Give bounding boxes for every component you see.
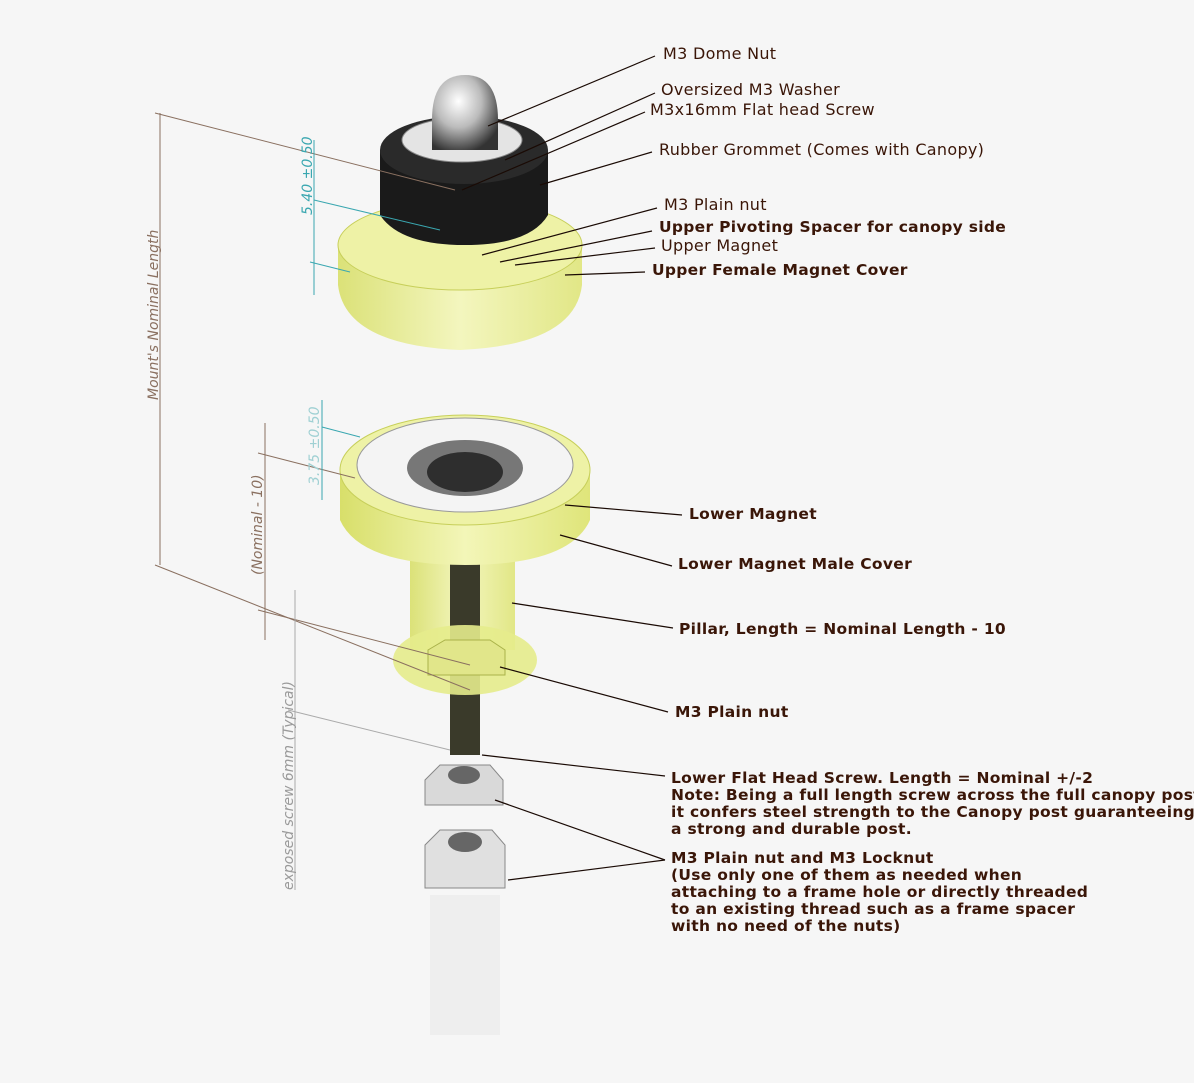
tolerance-lines [309,140,441,500]
m3-dome-nut [432,75,498,150]
dimension-lines [154,112,471,691]
m3-plain-nut-bottom [424,764,504,806]
label-lower-magnet: Lower Magnet [689,505,817,523]
dim-lower-gap: 3.75 ±0.50 [307,406,323,485]
label-lower-screw: Lower Flat Head Screw. Length = Nominal … [671,769,1194,838]
reflection [430,895,500,1035]
label-lower-cover: Lower Magnet Male Cover [678,555,913,573]
label-upper-magnet: Upper Magnet [661,236,779,255]
label-upper-cover: Upper Female Magnet Cover [652,261,908,279]
label-dome-nut: M3 Dome Nut [663,44,777,63]
label-pillar: Pillar, Length = Nominal Length - 10 [679,620,1006,638]
label-pivot-spacer: Upper Pivoting Spacer for canopy side [659,218,1007,236]
dim-nominal-minus: (Nominal - 10) [250,474,266,575]
m3-locknut [424,829,506,889]
exposed-screw-lines [287,590,451,890]
dim-nominal-length: Mount's Nominal Length [146,229,162,400]
label-flat-screw: M3x16mm Flat head Screw [650,100,875,119]
label-grommet: Rubber Grommet (Comes with Canopy) [659,140,985,159]
dim-exposed-screw: exposed screw 6mm (Typical) [281,681,297,890]
label-nuts: M3 Plain nut and M3 Locknut (Use only on… [671,849,1089,935]
label-lower-plain-nut: M3 Plain nut [675,703,789,721]
label-upper-plain-nut: M3 Plain nut [664,195,767,214]
dim-upper-gap: 5.40 ±0.50 [300,136,316,215]
label-washer: Oversized M3 Washer [661,80,841,99]
lower-m3-plain-nut [427,639,506,676]
leader-lines [461,55,683,881]
